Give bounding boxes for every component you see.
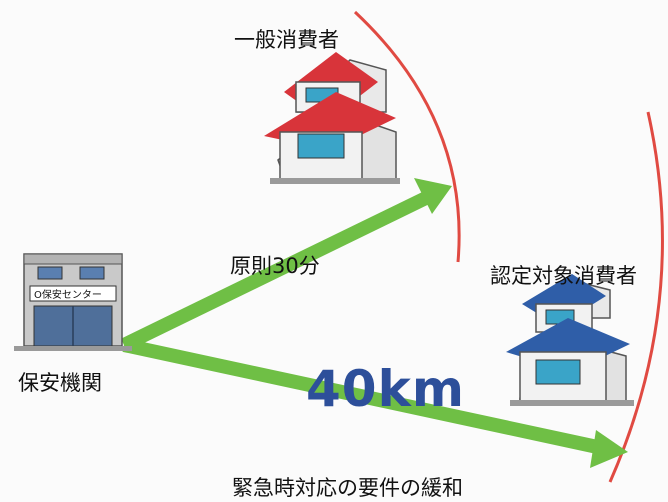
rule-time-label: 原則30分 [230,254,320,278]
certified-consumer-label: 認定対象消費者 [490,264,637,288]
range-boundary-arc-far [608,111,664,483]
general-consumer-label: 一般消費者 [234,28,339,52]
security-agency-building-icon: O保安センター [14,253,132,351]
requirement-relaxation-label: 緊急時対応の要件の緩和 [232,476,463,500]
arrow-to-certified-consumer [122,338,628,468]
general-consumer-house-icon [264,52,400,184]
distance-label: 40km [306,360,465,418]
range-boundary-arc-near [353,10,461,263]
agency-sign-text: O保安センター [34,288,102,301]
arrow-to-general-consumer [120,178,452,352]
security-agency-label: 保安機関 [18,371,102,395]
certified-consumer-house-icon [506,274,634,406]
